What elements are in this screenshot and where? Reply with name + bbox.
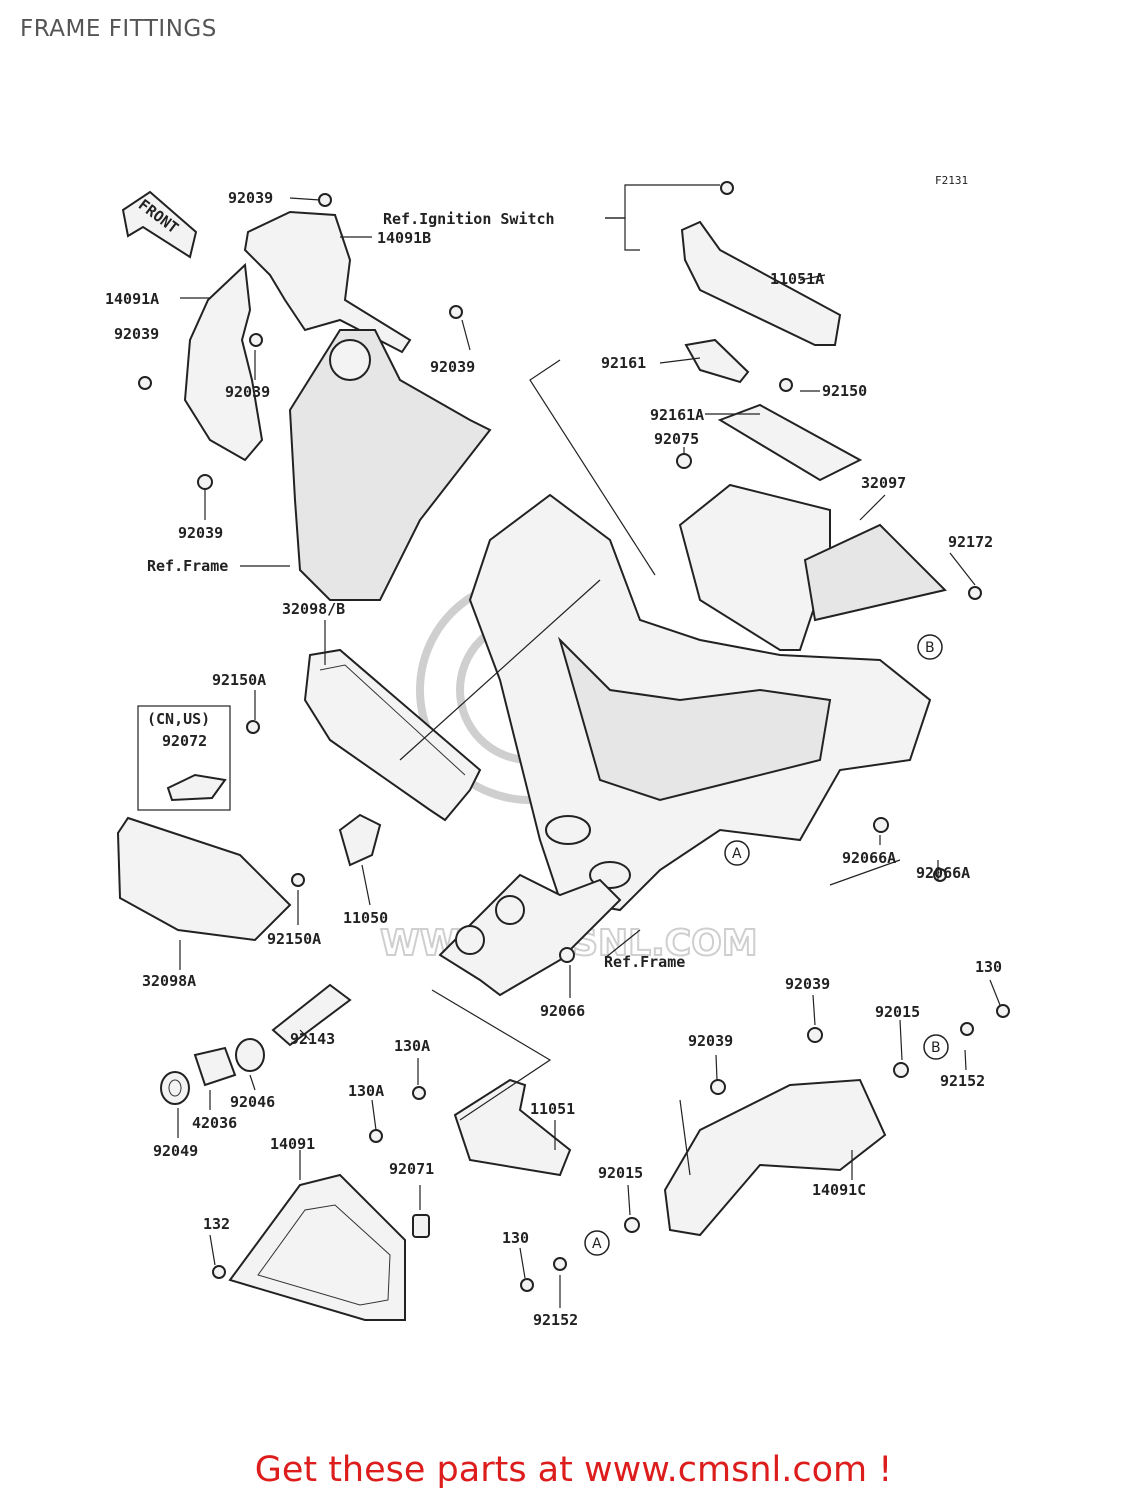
part-label: 14091C bbox=[812, 1181, 866, 1199]
cover-14091a bbox=[183, 262, 264, 462]
connector-b-top: B bbox=[917, 634, 943, 660]
part-label: 92066 bbox=[540, 1002, 585, 1020]
part-label: 92066A bbox=[916, 864, 970, 882]
part-label: 92150 bbox=[822, 382, 867, 400]
part-label: 92172 bbox=[948, 533, 993, 551]
figure-code: F2131 bbox=[935, 174, 968, 187]
part-label: 92150A bbox=[267, 930, 321, 948]
part-labels: 92039 14091B 14091A 92039 92039 92039 92… bbox=[105, 189, 1002, 1329]
leader-lines bbox=[177, 184, 1001, 1308]
side-cover-32098b bbox=[303, 648, 482, 822]
svg-text:B: B bbox=[925, 640, 935, 656]
part-label: 11050 bbox=[343, 909, 388, 927]
main-frame bbox=[468, 493, 932, 912]
region-note-box bbox=[137, 705, 231, 811]
part-label: 92049 bbox=[153, 1142, 198, 1160]
seal-92049 bbox=[160, 1071, 190, 1105]
connector-a-bottom: A bbox=[584, 1230, 610, 1256]
ref-ignition-switch-label: Ref.Ignition Switch bbox=[383, 210, 555, 228]
battery-cover-92161a bbox=[717, 403, 863, 482]
part-label: 130A bbox=[348, 1082, 384, 1100]
part-label: 92075 bbox=[654, 430, 699, 448]
part-label: 32098/B bbox=[282, 600, 345, 618]
part-label: 42036 bbox=[192, 1114, 237, 1132]
part-label: 32098A bbox=[142, 972, 196, 990]
part-label: 92046 bbox=[230, 1093, 275, 1111]
swingarm-links bbox=[438, 873, 622, 997]
part-label: 32097 bbox=[861, 474, 906, 492]
side-cover-32098a bbox=[116, 816, 292, 942]
part-label: 92039 bbox=[225, 383, 270, 401]
part-label: 14091B bbox=[377, 229, 431, 247]
part-label: 92150A bbox=[212, 671, 266, 689]
page-title: FRAME FITTINGS bbox=[20, 16, 217, 42]
part-label: 130 bbox=[975, 958, 1002, 976]
part-label: 92066A bbox=[842, 849, 896, 867]
part-label: 92039 bbox=[430, 358, 475, 376]
svg-text:A: A bbox=[732, 846, 742, 862]
sleeve-42036 bbox=[193, 1046, 237, 1087]
region-note-line1: (CN,US) bbox=[147, 710, 210, 728]
cover-14091b bbox=[243, 210, 412, 354]
ref-frame-lower-label: Ref.Frame bbox=[604, 953, 685, 971]
bracket-11051a bbox=[680, 220, 842, 384]
front-arrow-icon: FRONT bbox=[121, 190, 198, 259]
pivot-collar-92143 bbox=[271, 983, 352, 1047]
part-label: 11051A bbox=[770, 270, 824, 288]
bolts bbox=[138, 181, 1010, 1292]
part-label: 92015 bbox=[598, 1164, 643, 1182]
ref-frame-upper-label: Ref.Frame bbox=[147, 557, 228, 575]
cover-14091c bbox=[663, 1078, 887, 1237]
footer-shop-link[interactable]: Get these parts at www.cmsnl.com ! bbox=[254, 1450, 893, 1490]
part-label: 92143 bbox=[290, 1030, 335, 1048]
part-label: 11051 bbox=[530, 1100, 575, 1118]
part-label: 92071 bbox=[389, 1160, 434, 1178]
bushing-92046 bbox=[235, 1038, 265, 1072]
part-label: 130 bbox=[502, 1229, 529, 1247]
frame-headstock bbox=[288, 329, 492, 601]
svg-text:B: B bbox=[931, 1040, 941, 1056]
part-label: 132 bbox=[203, 1215, 230, 1233]
part-label: 130A bbox=[394, 1037, 430, 1055]
grommet-92071 bbox=[412, 1214, 430, 1238]
part-label: 92161 bbox=[601, 354, 646, 372]
part-label: 92039 bbox=[114, 325, 159, 343]
part-label: 14091A bbox=[105, 290, 159, 308]
part-label: 92039 bbox=[178, 524, 223, 542]
part-label: 92152 bbox=[533, 1311, 578, 1329]
part-label: 92039 bbox=[228, 189, 273, 207]
bracket-11050 bbox=[338, 813, 382, 867]
part-label: 92015 bbox=[875, 1003, 920, 1021]
cover-14091 bbox=[228, 1173, 406, 1321]
connector-a-mid: A bbox=[724, 840, 750, 866]
region-note-line2: 92072 bbox=[162, 732, 207, 750]
svg-text:A: A bbox=[592, 1236, 602, 1252]
connector-b-right: B bbox=[923, 1034, 949, 1060]
part-label: 14091 bbox=[270, 1135, 315, 1153]
battery-case-32097 bbox=[678, 483, 947, 651]
part-label: 92039 bbox=[785, 975, 830, 993]
part-label: 92161A bbox=[650, 406, 704, 424]
bracket-11051 bbox=[453, 1078, 572, 1177]
part-label: 92152 bbox=[940, 1072, 985, 1090]
part-label: 92039 bbox=[688, 1032, 733, 1050]
